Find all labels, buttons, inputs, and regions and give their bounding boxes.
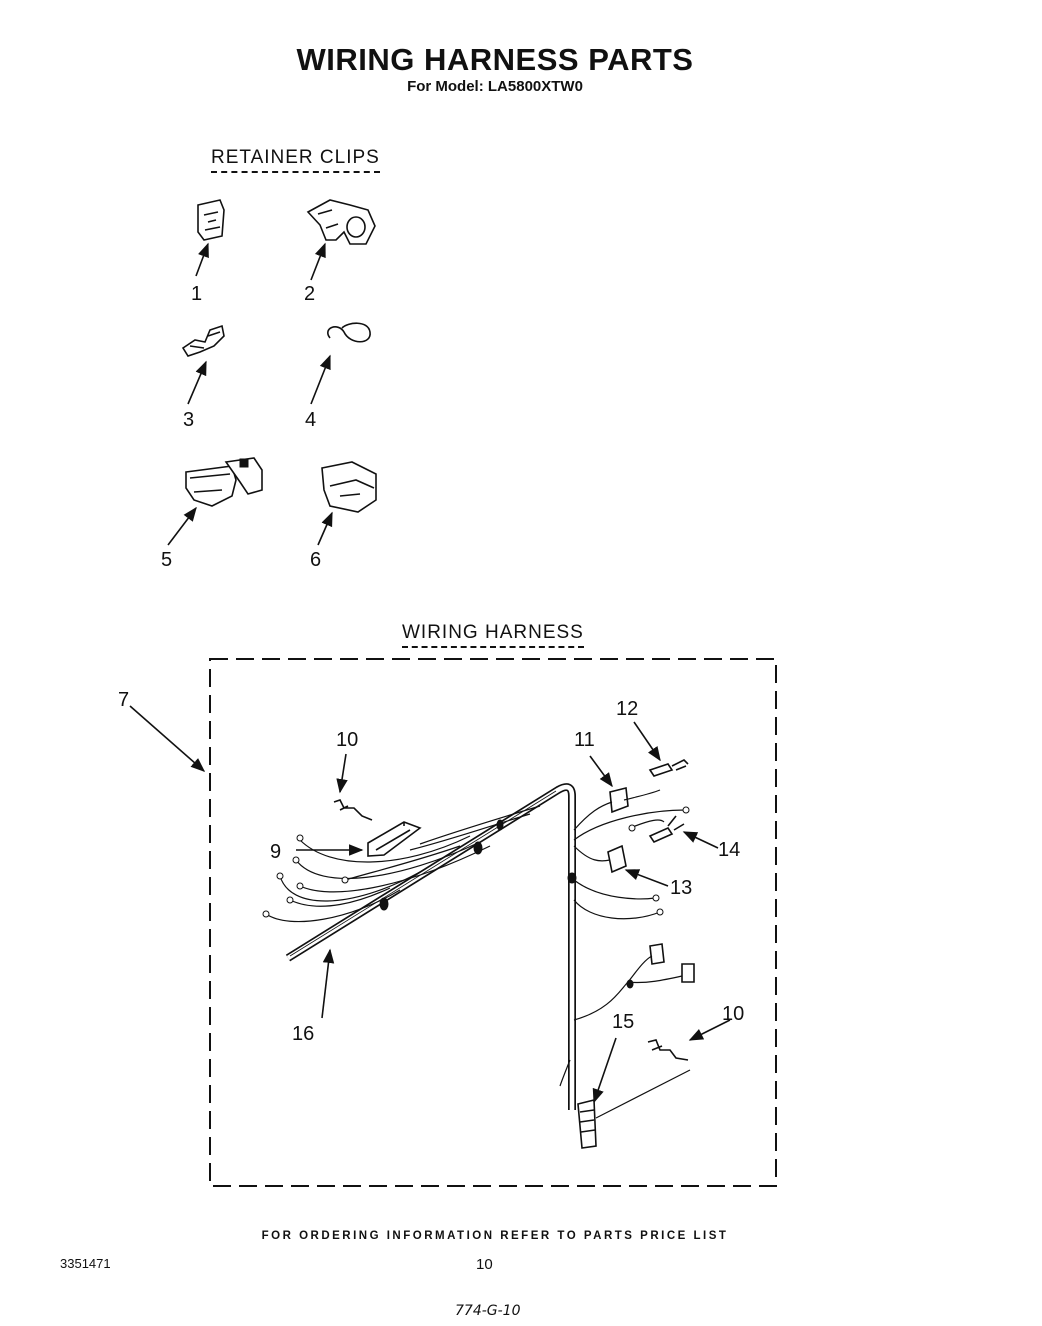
callout-3: 3 xyxy=(183,409,195,431)
callout-12: 12 xyxy=(616,698,639,720)
ordering-note: FOR ORDERING INFORMATION REFER TO PARTS … xyxy=(261,1230,729,1242)
callout-5: 5 xyxy=(161,549,173,571)
handwritten-note: 774-G-10 xyxy=(455,1303,521,1319)
wiring-harness-heading: WIRING HARNESS xyxy=(402,622,584,648)
retainer-clips-heading: RETAINER CLIPS xyxy=(211,147,380,173)
wiring-harness-drawing xyxy=(262,759,695,1149)
harness-callout-arrows xyxy=(296,721,731,1104)
callout-4: 4 xyxy=(305,409,317,431)
callout-7: 7 xyxy=(118,689,130,711)
document-number: 3351471 xyxy=(60,1256,111,1271)
callout-15: 15 xyxy=(612,1011,635,1033)
callout-9: 9 xyxy=(270,841,282,863)
callout-13: 13 xyxy=(670,877,693,899)
callout-14: 14 xyxy=(718,839,741,861)
callout-6: 6 xyxy=(310,549,322,571)
callout-11: 11 xyxy=(574,729,595,751)
clip-4-drawing xyxy=(310,322,371,405)
page-title: WIRING HARNESS PARTS xyxy=(296,42,694,77)
model-subtitle: For Model: LA5800XTW0 xyxy=(407,78,583,95)
page-number: 10 xyxy=(476,1256,493,1273)
callout-10-lower: 10 xyxy=(722,1003,745,1025)
callout-7-arrow xyxy=(129,705,206,772)
clip-2-drawing xyxy=(306,199,376,281)
callout-1: 1 xyxy=(191,283,203,305)
harness-frame xyxy=(209,658,777,1187)
clip-6-drawing xyxy=(317,461,377,546)
callout-16: 16 xyxy=(292,1023,315,1045)
clip-1-drawing xyxy=(195,199,225,277)
callout-10-upper: 10 xyxy=(336,729,359,751)
clip-5-drawing xyxy=(167,457,263,546)
clip-3-drawing xyxy=(181,324,225,405)
callout-2: 2 xyxy=(304,283,316,305)
